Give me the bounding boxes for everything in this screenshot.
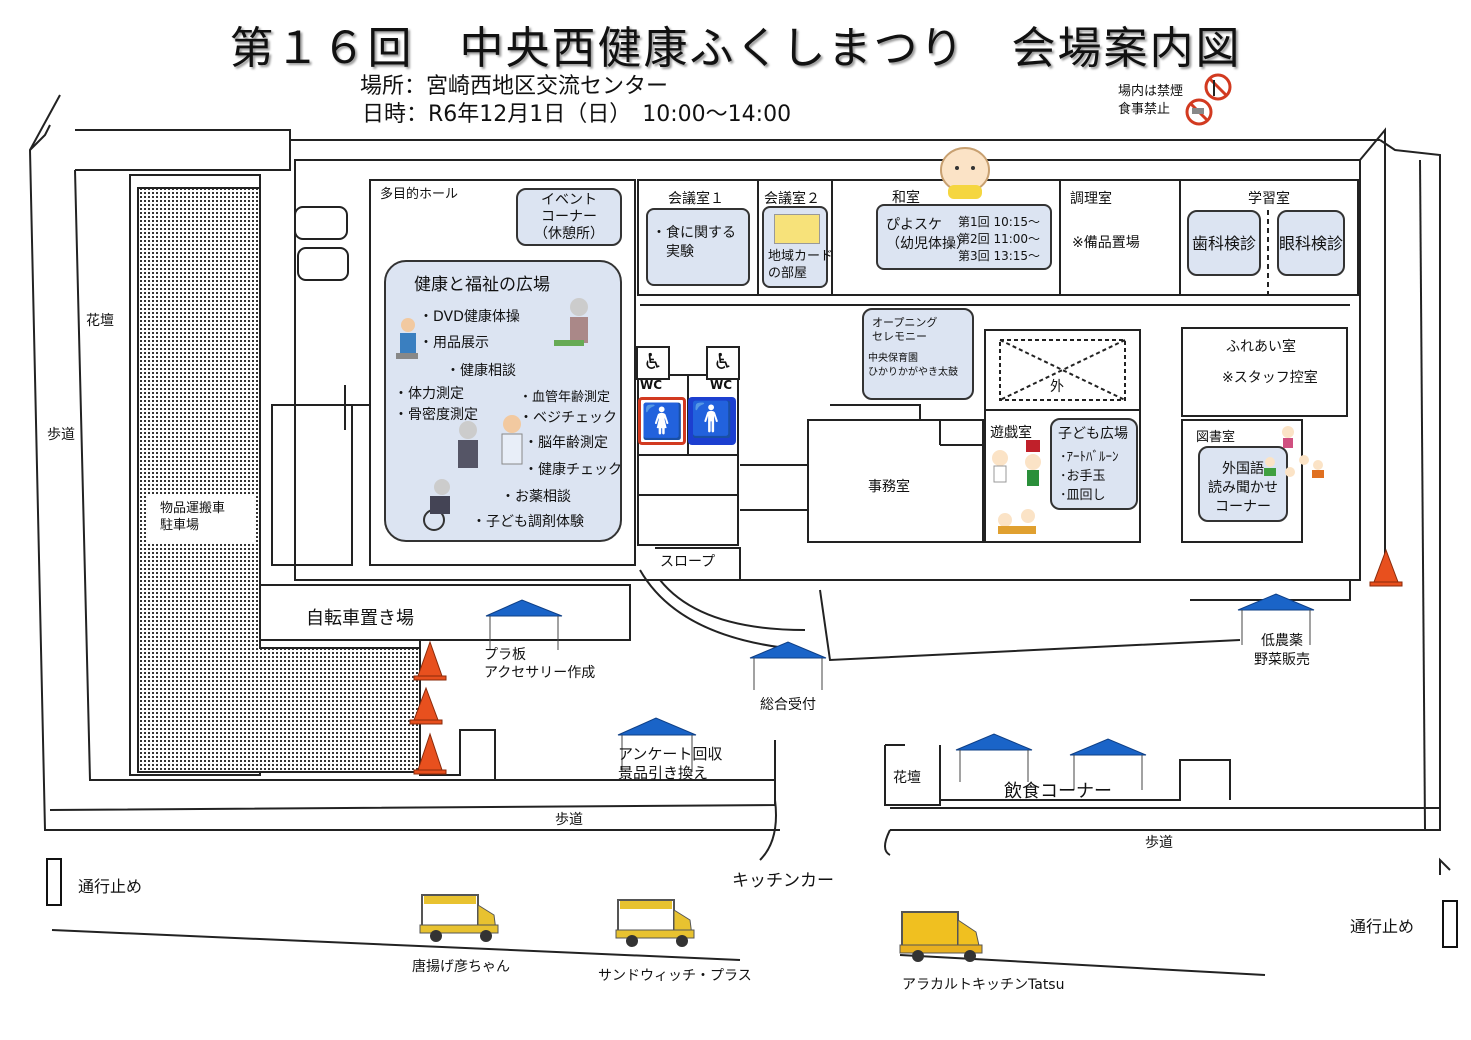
elderly-woman-icon — [554, 298, 588, 346]
elderly-man-icon — [458, 421, 478, 468]
piyosuke-times: 第1回 10:15〜 第2回 11:00〜 第3回 13:15〜 — [958, 215, 1041, 263]
road-closed-left-sign — [46, 858, 62, 906]
plaza-item: ・健康チェック — [524, 462, 622, 478]
sidewalk-left-label: 歩道 — [47, 427, 75, 443]
plastic-accessory-tent-label: プラ板 アクセサリー作成 — [484, 647, 596, 681]
opening-ceremony-detail: 中央保育園 ひかりかがやき太鼓 — [868, 353, 958, 378]
kitchen-car-label: キッチンカー — [732, 871, 834, 891]
page-title: 第１６回 中央西健康ふくしまつり 会場案内図 — [229, 23, 1242, 74]
exercise-person-icon — [396, 318, 418, 359]
hall-label: 多目的ホール — [380, 187, 459, 202]
dental-checkup-box: 歯科検診 — [1187, 210, 1261, 276]
kitchen-car-name: サンドウィッチ・プラス — [598, 968, 752, 984]
health-plaza-box: 健康と福祉の広場 ・DVD健康体操 ・用品展示 ・健康相談 ・体力測定 ・骨密度… — [384, 260, 622, 542]
playroom-label: 遊戯室 — [990, 425, 1032, 441]
opening-ceremony-title: オープニング セレモニー — [872, 316, 938, 343]
outside-area-label: 外 — [1050, 379, 1064, 395]
road-closed-left-label: 通行止め — [78, 877, 143, 896]
plaza-item: ・DVD健康体操 — [419, 309, 520, 325]
event-corner-box: イベント コーナー （休憩所） — [516, 188, 622, 246]
kitchen-car-name: 唐揚げ彦ちゃん — [412, 959, 510, 975]
vegetable-tent-label: 低農薬 野菜販売 — [1254, 633, 1310, 668]
meeting-room-1-event: ・食に関する 実験 — [646, 208, 750, 286]
kids-plaza-title: 子ども広場 — [1058, 426, 1128, 442]
reading-corner-box: 外国語 読み聞かせ コーナー — [1198, 446, 1288, 522]
plaza-item: ・子ども調剤体験 — [472, 514, 584, 530]
accessible-toilet-icon: ♿ — [706, 346, 740, 380]
kitchen-car-name: アラカルトキッチンTatsu — [902, 977, 1065, 993]
meeting-room-2-box: 地域カード の部屋 — [762, 206, 833, 288]
slope-label: スロープ — [660, 554, 716, 570]
road-closed-right-label: 通行止め — [1350, 917, 1415, 936]
bicycle-parking-label: 自転車置き場 — [306, 608, 414, 629]
plaza-item: ・体力測定 — [394, 386, 464, 402]
opening-ceremony-box: オープニング セレモニー 中央保育園 ひかりかがやき太鼓 — [862, 308, 974, 400]
plaza-item: ・脳年齢測定 — [524, 435, 608, 451]
food-corner-label: 飲食コーナー — [1004, 781, 1112, 802]
accessible-toilet-icon: ♿ — [636, 346, 670, 380]
wheelchair-person-icon — [423, 479, 450, 531]
reception-tent-label: 総合受付 — [760, 697, 816, 713]
piyosuke-label: ぴよスケ （幼児体操） — [886, 217, 970, 252]
meeting-room-1-label: 会議室１ — [668, 191, 724, 207]
study-room-label: 学習室 — [1248, 191, 1290, 207]
kids-plaza-box: 子ども広場 ･ｱｰﾄﾊﾞﾙｰﾝ ･お手玉 ･皿回し — [1050, 418, 1138, 510]
karuta-card-icon — [774, 214, 820, 244]
sidewalk-bottom-label: 歩道 — [555, 812, 583, 828]
wc-label-right: WC — [710, 378, 733, 392]
office-label: 事務室 — [868, 479, 910, 495]
eye-checkup-box: 眼科検診 — [1277, 210, 1345, 276]
kitchen-room-note: ※備品置場 — [1072, 235, 1140, 251]
plaza-item: ・ベジチェック — [519, 410, 617, 426]
datetime-text: 日時：R6年12月1日（日） 10:00〜14:00 — [362, 102, 792, 127]
place-text: 場所：宮崎西地区交流センター — [360, 74, 669, 99]
plaza-item: ・お薬相談 — [501, 489, 571, 505]
health-plaza-title: 健康と福祉の広場 — [414, 275, 550, 295]
kids-plaza-items: ･ｱｰﾄﾊﾞﾙｰﾝ ･お手玉 ･皿回し — [1060, 450, 1119, 503]
sidewalk-right-label: 歩道 — [1145, 835, 1173, 851]
survey-tent-label: アンケート回収 景品引き換え — [618, 745, 723, 782]
library-label: 図書室 — [1196, 430, 1236, 445]
plaza-item: ・骨密度測定 — [394, 407, 478, 423]
wc-label-left: WC — [640, 378, 663, 392]
no-eating-text: 食事禁止 — [1118, 102, 1171, 117]
fureai-room-note: ※スタッフ控室 — [1222, 370, 1318, 386]
fureai-room-label: ふれあい室 — [1226, 339, 1296, 355]
no-smoking-text: 場内は禁煙 — [1118, 84, 1184, 99]
washitsu-label: 和室 — [892, 190, 920, 206]
plaza-item: ・用品展示 — [419, 335, 489, 351]
female-toilet-icon: 🚺 — [638, 397, 686, 445]
road-closed-right-sign — [1442, 900, 1458, 948]
flowerbed-right-label: 花壇 — [893, 770, 921, 786]
plaza-item: ・健康相談 — [446, 363, 516, 379]
flowerbed-left-label: 花壇 — [86, 313, 114, 329]
plaza-item: ・血管年齢測定 — [519, 390, 611, 405]
meeting-room-2-event: 地域カード の部屋 — [768, 249, 834, 281]
doctor-icon — [501, 415, 523, 465]
health-illustrations — [396, 298, 588, 531]
male-toilet-icon: 🚹 — [688, 397, 736, 445]
parking-label: 物品運搬車 駐車場 — [160, 501, 226, 533]
piyosuke-box: ぴよスケ （幼児体操） 第1回 10:15〜 第2回 11:00〜 第3回 13… — [876, 204, 1052, 270]
meeting-room-2-label: 会議室２ — [764, 191, 820, 207]
kitchen-room-label: 調理室 — [1070, 191, 1112, 207]
